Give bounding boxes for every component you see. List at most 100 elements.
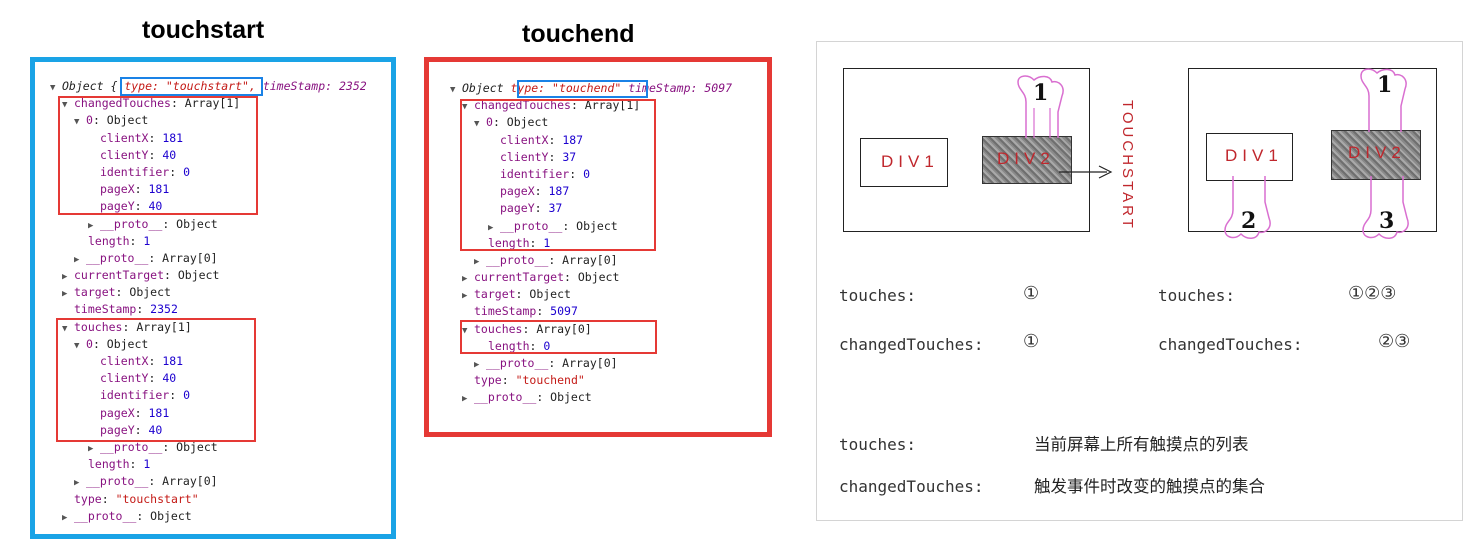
type-highlight-box <box>120 77 263 96</box>
clienty-key: clientY <box>500 149 549 164</box>
touches-key[interactable]: touches <box>474 321 523 336</box>
touches-clienty-value: 40 <box>162 371 177 386</box>
proto-value: : Object <box>562 218 618 233</box>
left-touches-label: touches: <box>839 286 917 305</box>
touches-index-zero-key[interactable]: 0 <box>86 336 93 351</box>
hand-icon <box>1362 176 1409 239</box>
touchend-panel <box>424 57 772 437</box>
timestamp-key: timeStamp <box>474 304 537 319</box>
index-zero-key[interactable]: 0 <box>486 115 493 130</box>
proto-key[interactable]: __proto__ <box>100 216 163 231</box>
current-target-key[interactable]: currentTarget <box>74 268 165 283</box>
touches-identifier-value: 0 <box>183 388 191 403</box>
changed-touches-value: : Array[1] <box>170 96 241 111</box>
current-target-value: : Object <box>164 268 220 283</box>
touches-pagey-key: pageY <box>100 422 135 437</box>
changed-touches-value: : Array[1] <box>570 98 641 113</box>
target-key[interactable]: target <box>74 285 116 300</box>
left-changed-label: changedTouches: <box>839 335 984 354</box>
touches-proto-array-key[interactable]: __proto__ <box>86 474 149 489</box>
div2-label-after: DIV2 <box>1348 143 1406 162</box>
type-summary: type: "touchstart", <box>124 79 256 93</box>
current-target-value: : Object <box>564 270 620 285</box>
touches-pagex-key: pageX <box>100 405 135 420</box>
touchstart-title: touchstart <box>142 16 265 44</box>
div2-box: DIV2 <box>982 136 1072 184</box>
pagey-value: 37 <box>548 201 563 216</box>
root-proto-value: : Object <box>136 508 192 523</box>
touches-index-zero-value: : Object <box>92 336 149 351</box>
touches-clientx-value: 181 <box>162 354 184 368</box>
touchstart-console: ▼Object { type: "touchstart", timeStamp:… <box>50 79 367 523</box>
pagex-key: pageX <box>500 184 535 199</box>
length-value: 1 <box>543 235 551 250</box>
div2-box-after: DIV2 <box>1331 130 1421 180</box>
length-key: length <box>88 233 130 248</box>
touches-length-key: length <box>488 338 530 353</box>
timestamp-summary: timeStamp: 5097 <box>628 81 733 95</box>
hand-icon <box>1017 75 1064 138</box>
length-key: length <box>488 235 530 250</box>
div1-label: DIV1 <box>881 152 939 171</box>
right-touches-value: ①②③ <box>1348 283 1397 304</box>
changed-touches-key[interactable]: changedTouches <box>474 98 571 113</box>
type-highlight-box <box>517 80 648 98</box>
timestamp-summary: timeStamp: 2352 <box>262 79 367 93</box>
definition-touches-text: 当前屏幕上所有触摸点的列表 <box>1034 435 1249 454</box>
left-changed-value: ① <box>1023 331 1040 352</box>
div2-label: DIV2 <box>997 149 1055 168</box>
touches-identifier-key: identifier <box>100 388 170 403</box>
left-touches-value: ① <box>1023 283 1040 304</box>
touches-length-key: length <box>88 457 130 472</box>
proto-array-value: : Array[0] <box>548 252 618 267</box>
root-proto-key[interactable]: __proto__ <box>474 390 537 405</box>
timestamp-value: 2352 <box>150 302 178 317</box>
touches-key[interactable]: touches <box>74 319 123 334</box>
type-key: type <box>74 491 102 506</box>
type-key: type <box>474 373 502 388</box>
type-summary: type: "touchend" <box>510 81 622 95</box>
object-label: Object <box>462 81 504 95</box>
index-zero-key[interactable]: 0 <box>86 113 93 128</box>
changed-touches-highlight-box <box>58 96 258 215</box>
identifier-key: identifier <box>500 166 570 181</box>
pagex-value: 187 <box>548 184 570 199</box>
right-changed-label: changedTouches: <box>1158 335 1303 354</box>
div1-box: DIV1 <box>860 138 948 187</box>
identifier-key: identifier <box>100 164 170 179</box>
proto-array-value: : Array[0] <box>148 250 218 265</box>
proto-array-key[interactable]: __proto__ <box>486 252 549 267</box>
proto-key[interactable]: __proto__ <box>500 218 563 233</box>
finger-number-3: 3 <box>1379 208 1395 234</box>
touches-highlight-box <box>56 318 256 442</box>
proto-array-key[interactable]: __proto__ <box>86 250 149 265</box>
clientx-key: clientX <box>100 130 149 145</box>
length-value: 1 <box>143 233 151 248</box>
right-changed-value: ②③ <box>1378 331 1411 352</box>
touches-clientx-key: clientX <box>100 354 149 368</box>
touches-proto-key[interactable]: __proto__ <box>100 439 163 454</box>
arrow-icon <box>1059 165 1113 179</box>
target-key[interactable]: target <box>474 287 516 302</box>
object-label: Object { <box>62 79 118 93</box>
touches-proto-array-key[interactable]: __proto__ <box>486 356 549 370</box>
hand-icon <box>1360 68 1407 132</box>
clienty-key: clientY <box>100 147 149 162</box>
root-proto-value: : Object <box>536 390 592 405</box>
current-target-key[interactable]: currentTarget <box>474 270 565 285</box>
div1-box-after: DIV1 <box>1206 133 1293 181</box>
root-proto-key[interactable]: __proto__ <box>74 508 137 523</box>
touches-proto-array-value: : Array[0] <box>148 474 218 489</box>
pagex-value: 181 <box>148 182 170 197</box>
touches-proto-array-value: : Array[0] <box>548 356 618 370</box>
finger-number-1-after: 1 <box>1377 72 1393 98</box>
touches-proto-value: : Object <box>162 439 218 454</box>
finger-number-2: 2 <box>1241 208 1257 234</box>
touches-highlight-box <box>460 320 657 354</box>
changed-touches-highlight-box <box>460 99 656 251</box>
changed-touches-key[interactable]: changedTouches <box>74 96 171 111</box>
touches-value: : Array[1] <box>122 319 192 334</box>
touches-pagex-value: 181 <box>148 405 170 420</box>
pagey-key: pageY <box>500 201 535 216</box>
proto-value: : Object <box>162 216 218 231</box>
